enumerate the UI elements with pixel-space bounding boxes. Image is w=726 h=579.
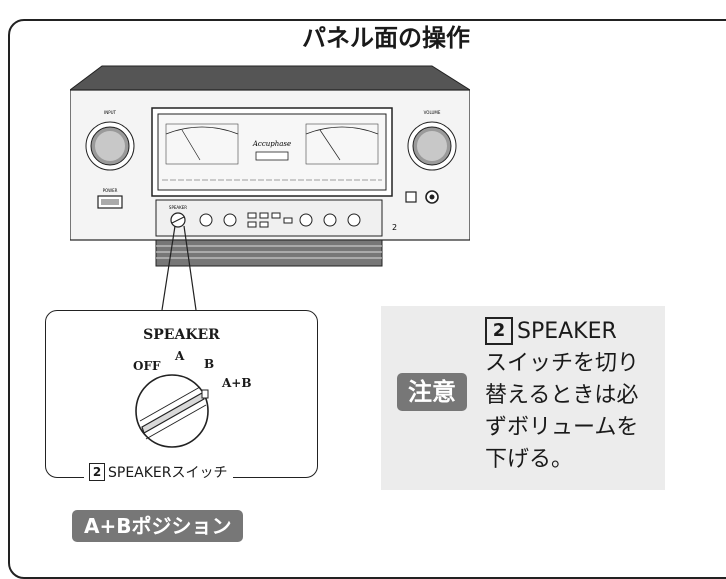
caption-text: SPEAKERスイッチ	[108, 465, 228, 481]
power-label: POWER	[103, 188, 118, 193]
position-a-label: A	[175, 349, 185, 363]
caution-line-4: ずボリュームを	[485, 415, 639, 440]
caution-number-box: 2	[485, 317, 513, 345]
balance-knob	[299, 213, 313, 227]
svg-text:2: 2	[392, 223, 397, 232]
volume-knob	[407, 121, 457, 171]
ab-position-label: A+Bポジション	[72, 510, 244, 542]
speaker-switch-knob	[135, 374, 209, 448]
attenuator-button	[405, 191, 417, 203]
caution-badge: 注意	[397, 373, 467, 411]
position-ab-label: A+B	[222, 376, 252, 390]
position-b-label: B	[204, 357, 215, 371]
mode-knob	[323, 213, 337, 227]
caution-line-2: スイッチを切り	[485, 351, 640, 376]
position-off-label: OFF	[133, 359, 161, 373]
frame-title: パネル面の操作	[292, 23, 480, 53]
left-meter	[165, 123, 239, 165]
speaker-knob-small	[170, 212, 186, 228]
caution-line-5: 下げる。	[485, 447, 574, 472]
tone-knob-2	[223, 213, 237, 227]
callout-leader	[161, 225, 197, 311]
speaker-label-small: SPEAKER	[169, 205, 187, 210]
function-buttons	[247, 212, 293, 228]
amplifier-top-cover	[70, 65, 470, 91]
volume-label: VOLUME	[424, 110, 441, 115]
input-knob	[85, 121, 135, 171]
caption-number-box: 2	[89, 463, 105, 481]
brand-logo: Accuphase	[252, 140, 291, 148]
amplifier-illustration: INPUT POWER Accuphase VOLUME SPEAKER	[70, 65, 470, 267]
speaker-heading: SPEAKER	[143, 327, 220, 343]
caution-line-3: 替えるときは必	[485, 383, 639, 408]
input-label: INPUT	[104, 110, 117, 115]
sub-panel	[155, 199, 383, 237]
right-meter	[305, 123, 379, 165]
tone-knob-1	[199, 213, 213, 227]
recorder-knob	[347, 213, 361, 227]
amplifier-base	[155, 239, 383, 267]
